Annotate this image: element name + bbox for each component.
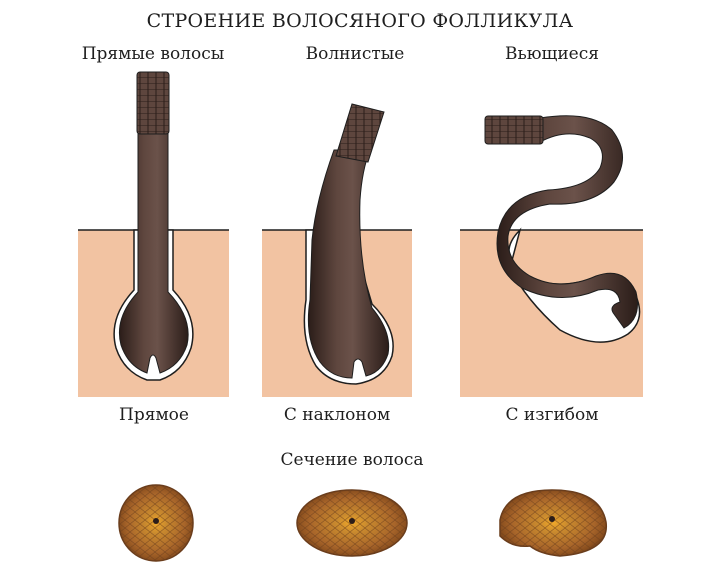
cuticle-tip-3 [484, 115, 544, 145]
straight-follicle-panel [78, 71, 229, 397]
label-curly-hair: Вьющиеся [505, 44, 599, 64]
curly-follicle-panel [460, 115, 643, 397]
label-wavy-hair: Волнистые [305, 44, 405, 64]
hair-shaft-3 [496, 115, 638, 329]
label-tilted-follicle: С наклоном [283, 405, 391, 425]
cross-section-round [118, 484, 194, 562]
wavy-follicle-panel [262, 103, 412, 397]
cuticle-tip-1 [136, 71, 170, 135]
cross-section-oval [296, 489, 408, 557]
label-straight-follicle: Прямое [119, 405, 189, 425]
diagram-title: СТРОЕНИЕ ВОЛОСЯНОГО ФОЛЛИКУЛА [146, 10, 574, 32]
cross-section-kidney [499, 489, 607, 557]
label-curved-follicle: С изгибом [505, 405, 599, 425]
hair-shaft-2 [307, 149, 390, 379]
label-straight-hair: Прямые волосы [81, 44, 225, 64]
section-title: Сечение волоса [280, 450, 424, 470]
hair-shaft-1 [118, 129, 189, 374]
cuticle-tip-2 [335, 103, 385, 163]
